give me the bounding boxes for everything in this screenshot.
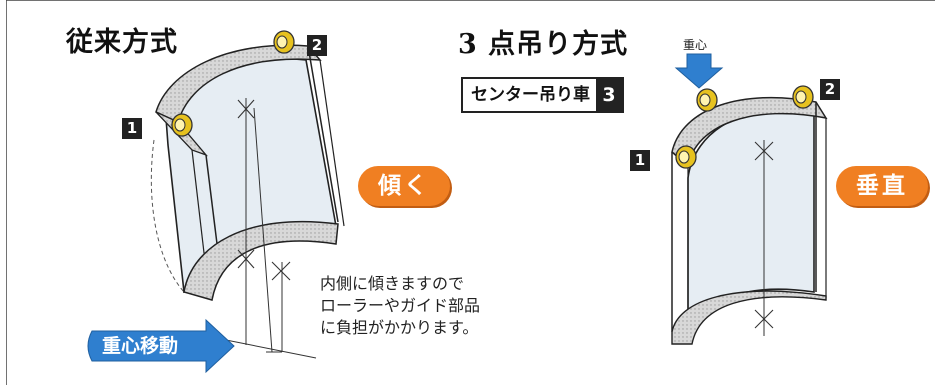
vertical-status-pill: 垂直 (836, 166, 928, 206)
tilt-status-pill: 傾く (358, 166, 450, 206)
roller-icon (675, 145, 697, 169)
center-hanger-label-box: センター吊り車 3 (461, 77, 624, 113)
roller-icon (273, 30, 295, 54)
marker-1-right: 1 (630, 150, 650, 171)
center-shift-label: 重心移動 (102, 335, 179, 357)
tilt-note: 内側に傾きますので ローラーやガイド部品 に負担がかかります。 (320, 273, 480, 339)
note-line: 内側に傾きますので (320, 274, 465, 293)
note-line: に負担がかかります。 (320, 318, 479, 337)
roller-icon (696, 88, 718, 112)
tilted-cylinder (150, 44, 345, 359)
marker-3: 3 (596, 79, 622, 111)
diagram-artwork (6, 0, 935, 385)
center-of-gravity-label: 重心 (683, 38, 708, 52)
upright-cylinder (671, 96, 828, 345)
diagram-frame: 従来方式 2 1 傾く 内側に傾きますので ローラーやガイド部品 に負担がかかり… (6, 0, 935, 385)
roller-icon (171, 113, 193, 137)
marker-1-left: 1 (122, 118, 142, 139)
note-line: ローラーやガイド部品 (320, 296, 481, 315)
roller-icon (792, 85, 814, 109)
arrow-right-icon (87, 318, 235, 374)
left-diagram-title: 従来方式 (66, 27, 178, 58)
marker-2-left: 2 (307, 35, 327, 56)
arrow-down-icon (674, 53, 724, 89)
center-hanger-label: センター吊り車 (471, 85, 590, 105)
marker-2-right: 2 (820, 79, 840, 100)
right-diagram-title: 3 点吊り方式 (458, 29, 629, 60)
